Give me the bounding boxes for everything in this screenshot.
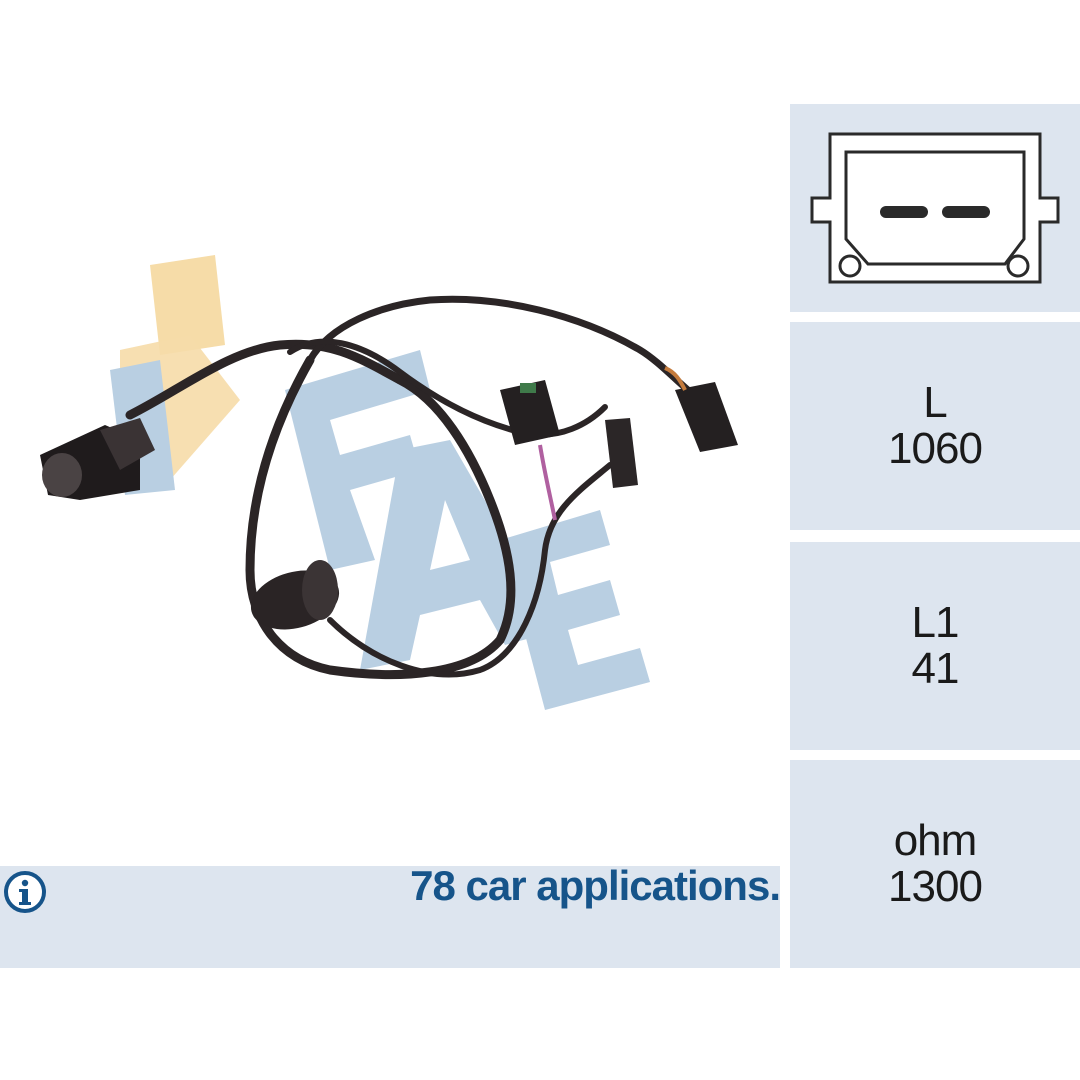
spec-length-label: L <box>923 378 948 427</box>
spec-resistance-label: ohm <box>893 816 978 865</box>
abs-sensor-cable-image <box>40 255 738 710</box>
info-icon[interactable] <box>3 870 47 914</box>
spec-length1-label: L1 <box>911 598 960 647</box>
info-bar <box>0 866 780 968</box>
spec-resistance-value: 1300 <box>888 862 983 911</box>
spec-length1: L1 41 <box>790 542 1080 750</box>
spec-resistance: ohm 1300 <box>790 760 1080 968</box>
fae-logo-watermark <box>110 255 650 710</box>
spec-length: L 1060 <box>790 322 1080 530</box>
product-image <box>0 100 780 860</box>
two-pin-connector-diagram-icon <box>810 132 1060 284</box>
sensor-cable <box>125 295 704 680</box>
spec-length1-value: 41 <box>911 644 960 693</box>
sensor-head <box>40 418 155 500</box>
connector-plugs <box>500 366 738 521</box>
connector-diagram-panel <box>790 104 1080 312</box>
cable-grommet <box>250 560 340 630</box>
car-applications-link[interactable]: 78 car applications. <box>410 862 781 909</box>
spec-length-value: 1060 <box>888 424 983 473</box>
